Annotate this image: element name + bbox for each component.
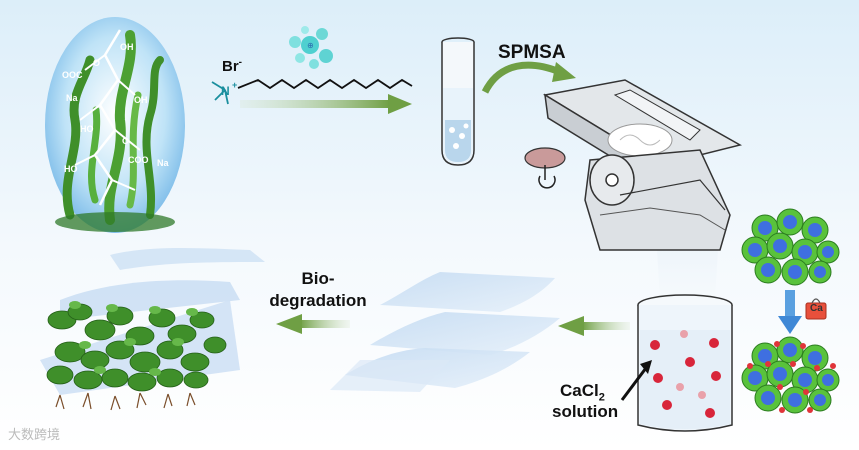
degrading-film-with-plants [40, 247, 265, 411]
biodegradation-label-line2: degradation [269, 291, 367, 310]
cacl2-main: CaCl [560, 381, 599, 400]
arrow-biodegradation [276, 314, 350, 334]
alginate-label-oh: OH [134, 95, 148, 105]
alginate-seaweed-illustration [45, 17, 185, 233]
nitrogen-charge-label: + [232, 80, 237, 90]
test-tube [441, 37, 475, 166]
bromide-charge: - [238, 57, 243, 68]
spmsa-label: SPMSA [498, 42, 566, 63]
arrow-to-film [558, 316, 630, 336]
biodegradation-label-line1: Bio- [301, 269, 335, 288]
alginate-label-ooc: OOC [62, 70, 83, 80]
calcium-addition-arrow [778, 290, 802, 334]
crosslinked-micelle-bundle-icon [741, 336, 840, 414]
watermark: 大数跨境 [8, 427, 61, 442]
nitrogen-label: N [221, 84, 230, 98]
alginate-label-na: Na [66, 93, 78, 103]
alginate-structure-labels: OH OOC Na O OH HO O COO Na HO [62, 42, 169, 174]
arrow-mixing [240, 94, 412, 114]
arrow-spmsa [481, 61, 576, 94]
alginate-label-coo: COO [128, 155, 149, 165]
calcium-ion-badge [805, 298, 827, 320]
alginate-label-o: O [93, 58, 100, 68]
svg-text:⊕: ⊕ [307, 41, 314, 50]
alginate-film [330, 272, 560, 392]
alginate-label-o: O [122, 136, 129, 146]
bromide-label: Br- [222, 57, 242, 75]
cacl2-subscript: 2 [598, 391, 605, 404]
alginate-label-ho: HO [64, 164, 78, 174]
cacl2-label: CaCl2 [560, 381, 605, 403]
arrow-to-solution [620, 360, 652, 401]
ca-ion-label: Ca [810, 303, 823, 314]
alginate-label-ho: HO [80, 124, 94, 134]
biodegradation-label: Bio- degradation [258, 268, 378, 312]
surfactant-molecule [211, 78, 413, 105]
spmsa-machine [524, 79, 743, 251]
alginate-label-na: Na [157, 158, 169, 168]
alginate-label-oh: OH [120, 42, 134, 52]
micelle-bundle-icon [741, 208, 840, 286]
cacl2-beaker [637, 294, 733, 432]
surfactant-cluster-icon: ⊕ [289, 26, 333, 69]
solution-label: solution [552, 402, 619, 421]
bromide-symbol: Br [222, 58, 239, 75]
